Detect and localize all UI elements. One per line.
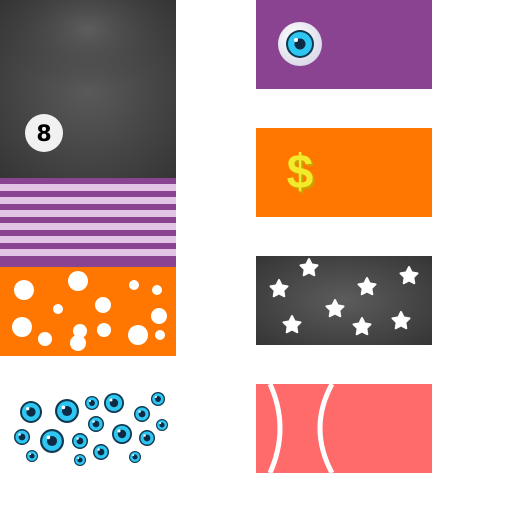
stripe: [0, 191, 176, 197]
polka-dot: [53, 304, 63, 314]
polka-dot: [128, 325, 148, 345]
swatch-coral-seams-bg: [256, 384, 432, 473]
stripe: [0, 243, 176, 249]
eyeball-icon: [14, 429, 30, 445]
swatch-black-ball: 8: [0, 0, 176, 178]
swatch-orange-dollar: $ $: [256, 128, 432, 217]
polka-dot: [97, 323, 111, 337]
swatch-purple-eyeball: [256, 0, 432, 89]
swatch-dark-stars-bg: [256, 256, 432, 345]
eyeball-icon: [93, 444, 109, 460]
left-seam: [267, 382, 283, 475]
polka-dot: [14, 280, 34, 300]
eight-ball-icon: 8: [25, 114, 63, 152]
eyeball-icon: [26, 450, 38, 462]
polka-dot: [38, 332, 52, 346]
swatch-coral-seams: [256, 382, 432, 475]
dollar-icon: $ $: [287, 146, 316, 201]
eyeball-icon: [104, 393, 124, 413]
swatch-cyan-eyeballs: [14, 392, 168, 466]
eyeball-icon: [139, 430, 155, 446]
eight-ball-label: 8: [36, 122, 51, 147]
eyeball-icon: [74, 454, 86, 466]
dollar-label: $: [287, 146, 314, 199]
polka-dot-pattern: [12, 271, 167, 351]
dollar-shadow: $: [289, 148, 316, 201]
polka-dot: [129, 280, 139, 290]
polka-dot: [70, 335, 86, 351]
swatch-dark-stars: [256, 256, 432, 345]
polka-dot: [151, 308, 167, 324]
polka-dot: [12, 317, 32, 337]
stripe: [0, 217, 176, 223]
eyeball-icon: [278, 22, 322, 66]
stripe: [0, 178, 176, 184]
swatch-orange-dots: [0, 267, 176, 356]
polka-dot: [95, 297, 111, 313]
swatch-orange-dollar-bg: [256, 128, 432, 217]
swatch-black-ball-glow: [0, 0, 176, 120]
eyeball-icon: [88, 416, 104, 432]
eyeball-icon: [20, 401, 42, 423]
stripe: [0, 204, 176, 210]
polka-dot: [68, 271, 88, 291]
eyeball-icon: [85, 396, 99, 410]
eyeball-icon: [151, 392, 165, 406]
eyeball-icon: [55, 399, 79, 423]
polka-dot: [73, 324, 87, 338]
polka-dot: [152, 285, 162, 295]
eyeball-icon: [156, 419, 168, 431]
swatch-purple-stripes: [0, 178, 176, 267]
eyeball-icon: [72, 433, 88, 449]
eyeball-icon: [129, 451, 141, 463]
right-seam: [317, 382, 335, 475]
eyeball-icon: [134, 406, 150, 422]
polka-dot: [155, 330, 165, 340]
stripe: [0, 230, 176, 236]
eyeball-icon: [40, 429, 64, 453]
eyeball-icon: [112, 424, 132, 444]
stripe: [0, 259, 176, 267]
